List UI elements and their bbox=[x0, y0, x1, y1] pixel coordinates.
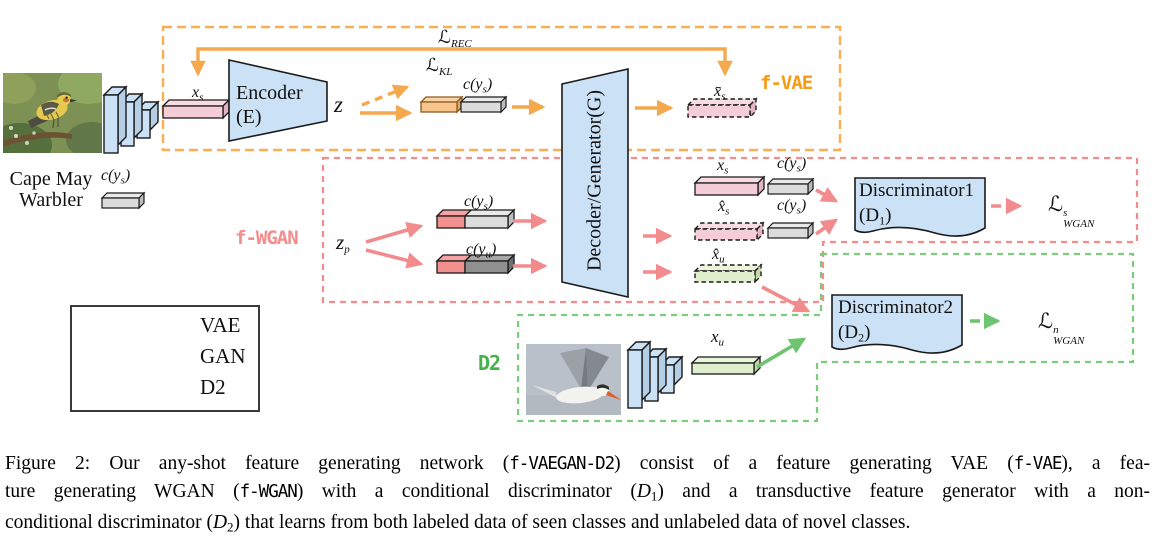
fwgan-region-label: f-WGAN bbox=[235, 227, 299, 249]
cnn-stack-bottom bbox=[626, 340, 684, 409]
lrec-arrow bbox=[190, 47, 733, 77]
decoder-label: Decoder/Generator(G) bbox=[583, 90, 606, 272]
encoder-label-line2: (E) bbox=[236, 106, 262, 128]
cnn-stack-top bbox=[102, 85, 160, 154]
xs-label: xs bbox=[192, 84, 204, 104]
xhatu-label: x̂u bbox=[712, 246, 725, 266]
z-latent-slab bbox=[419, 95, 464, 114]
cys-embedding-slab-left bbox=[100, 191, 146, 210]
fvae-region-label: f-VAE bbox=[760, 72, 813, 94]
cys-label-top: c(ys) bbox=[463, 76, 493, 96]
zp-branch-lower-arrow bbox=[365, 248, 424, 269]
caption-line-1: Figure 2: Our any-shot feature generatin… bbox=[5, 453, 1150, 474]
cys-label-concat: c(ys) bbox=[464, 193, 494, 213]
discriminator2-block bbox=[831, 294, 963, 354]
cys-embedding-slab-top bbox=[459, 95, 508, 114]
xbars-reconstructed-slab bbox=[686, 97, 758, 119]
caption-line-3: conditional discriminator (D2) that lear… bbox=[5, 512, 911, 535]
decoder-block bbox=[561, 67, 629, 299]
class-name-line1: Cape May bbox=[9, 168, 93, 190]
cys-slab-row2 bbox=[766, 221, 815, 240]
d2-region-label: D2 bbox=[478, 351, 501, 375]
disc1-label-line1: Discriminator1 bbox=[859, 180, 975, 201]
disc1-label-line2: (D1) bbox=[859, 205, 892, 228]
zp-label: zp bbox=[336, 230, 350, 256]
zp-cyu-concat-slab bbox=[435, 253, 516, 275]
cys-label-row1: c(ys) bbox=[777, 155, 807, 175]
legend bbox=[70, 305, 260, 412]
warbler-photo bbox=[3, 73, 102, 153]
xhats-generated-slab bbox=[693, 221, 765, 242]
zp-branch-upper-arrow bbox=[365, 221, 424, 244]
fwgan-region-outline bbox=[321, 156, 1139, 304]
encoder-label-line1: Encoder bbox=[236, 82, 303, 104]
xbars-label: x̄s bbox=[714, 83, 726, 103]
xhats-label: x̂s bbox=[718, 198, 730, 218]
real-pair-to-disc1-arrow bbox=[815, 186, 839, 203]
discriminator1-block bbox=[854, 177, 986, 237]
fvae-region-outline bbox=[161, 25, 842, 152]
xu-to-disc2-arrow bbox=[756, 337, 807, 369]
caption-line-2: ture generating WGAN (f-WGAN) with a con… bbox=[5, 481, 1150, 504]
disc2-label-line1: Discriminator2 bbox=[838, 297, 954, 318]
cyu-label-concat: c(yu) bbox=[466, 241, 497, 261]
lrec-label: ℒREC bbox=[438, 27, 472, 50]
legend-vae-label: VAE bbox=[200, 313, 241, 337]
xu-label: xu bbox=[711, 327, 725, 349]
class-name-line2: Warbler bbox=[19, 189, 83, 211]
cys-label-row2: c(ys) bbox=[777, 197, 807, 217]
d2-region-outline bbox=[516, 252, 1135, 423]
xu-feature-slab bbox=[690, 355, 762, 376]
fake-pair-to-disc1-arrow bbox=[814, 218, 839, 236]
tern-photo bbox=[526, 344, 621, 415]
legend-d2-label: D2 bbox=[200, 375, 226, 399]
zp-cys-concat-slab bbox=[435, 208, 516, 230]
legend-gan-label: GAN bbox=[200, 344, 246, 368]
disc2-label-line2: (D2) bbox=[838, 322, 871, 345]
cys-slab-row1 bbox=[766, 177, 815, 196]
encoder-block bbox=[228, 59, 328, 142]
cys-label-left: c(ys) bbox=[101, 167, 131, 187]
z-to-lkl-arrow bbox=[361, 84, 410, 107]
xhatu-to-disc2-arrow bbox=[761, 285, 811, 313]
z-label: z bbox=[334, 92, 343, 117]
figure-caption: Figure 2: Our any-shot feature generatin… bbox=[5, 450, 1150, 541]
xs-label-row1: xs bbox=[717, 157, 729, 177]
xhatu-generated-slab bbox=[693, 263, 763, 284]
lkl-label: ℒKL bbox=[426, 55, 453, 78]
architecture-diagram bbox=[3, 25, 1139, 423]
xs-feature-slab bbox=[161, 98, 231, 120]
xs-real-slab bbox=[693, 175, 766, 197]
